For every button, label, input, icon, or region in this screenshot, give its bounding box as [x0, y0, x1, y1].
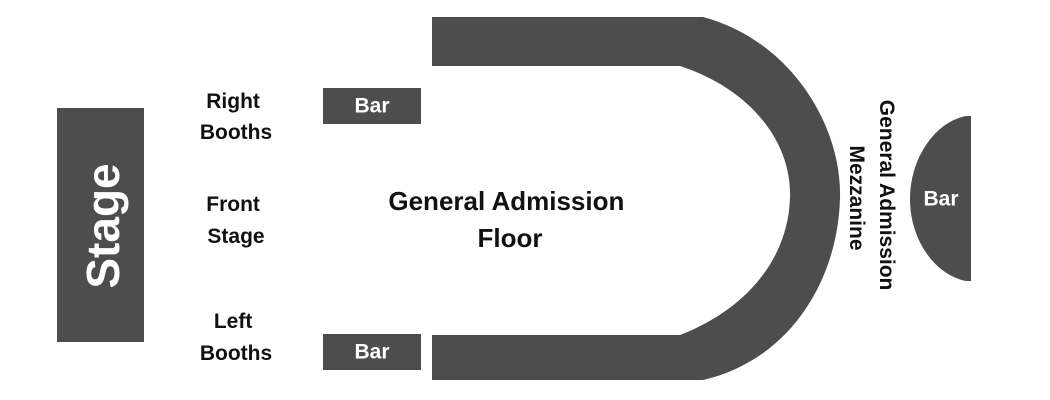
stage-section[interactable]: Stage: [57, 108, 144, 342]
stage-label: Stage: [77, 163, 129, 288]
bar-top-section[interactable]: Bar: [323, 88, 421, 124]
left-booths-label[interactable]: Left Booths: [200, 310, 272, 365]
right-booths-line1: Right: [206, 90, 260, 113]
ga-floor-line2: Floor: [478, 223, 543, 253]
ga-mezzanine-label[interactable]: General Admission Mezzanine: [845, 100, 898, 296]
front-stage-label[interactable]: Front Stage: [206, 193, 266, 248]
bar-bottom-block[interactable]: [323, 334, 421, 370]
front-stage-line1: Front: [206, 193, 260, 216]
bar-bottom-label: Bar: [354, 341, 389, 364]
front-stage-line2: Stage: [207, 225, 264, 248]
bar-top-label: Bar: [354, 95, 389, 118]
bar-bottom-section[interactable]: Bar: [323, 334, 421, 370]
right-booths-label[interactable]: Right Booths: [200, 90, 272, 144]
bar-right-label: Bar: [923, 188, 958, 211]
stage-block[interactable]: [57, 108, 144, 342]
bar-right-section[interactable]: Bar: [910, 116, 971, 281]
ga-mezzanine-line1: General Admission: [875, 100, 898, 291]
ga-mezzanine-line2: Mezzanine: [845, 145, 868, 250]
ga-floor-line1: General Admission: [388, 186, 624, 216]
bar-right-block[interactable]: [910, 116, 971, 281]
ga-floor-label[interactable]: General Admission Floor: [388, 186, 631, 253]
left-booths-line1: Left: [214, 310, 253, 333]
ga-mezzanine-section[interactable]: [432, 17, 841, 380]
right-booths-line2: Booths: [200, 121, 272, 144]
bar-top-block[interactable]: [323, 88, 421, 124]
left-booths-line2: Booths: [200, 342, 272, 365]
